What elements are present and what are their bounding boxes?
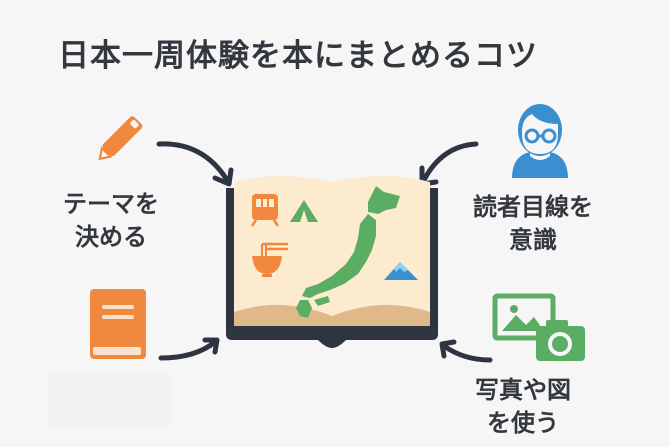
arrow-bottom-right [439,339,493,363]
arrow-bottom-left [158,337,220,361]
tip-reader-line2: 意識 [509,226,557,254]
open-book-japan-map [226,176,438,348]
tip-photos-label: 写真や図 を使う [468,374,578,440]
blank-label-card [47,371,171,429]
tip-photos-line2: を使う [487,409,559,437]
train-icon [250,194,280,227]
pencil-icon [98,116,143,161]
tip-theme-line2: 決める [75,223,147,251]
reader-with-glasses-icon [512,104,568,178]
tip-theme-line1: テーマを [63,190,159,218]
tip-reader-line1: 読者目線を [473,193,593,221]
tip-theme-label: テーマを 決める [46,188,176,254]
arrow-top-left [156,141,234,187]
mount-fuji-icon [384,262,418,280]
tip-photos-line1: 写真や図 [475,376,571,404]
ramen-icon [252,242,288,277]
japan-map [296,186,400,318]
photo-camera-icon [492,293,585,361]
page-title: 日本一周体験を本にまとめるコツ [58,38,538,74]
book-icon [90,289,146,359]
tent-icon [290,200,318,222]
tip-reader-label: 読者目線を 意識 [458,191,608,257]
